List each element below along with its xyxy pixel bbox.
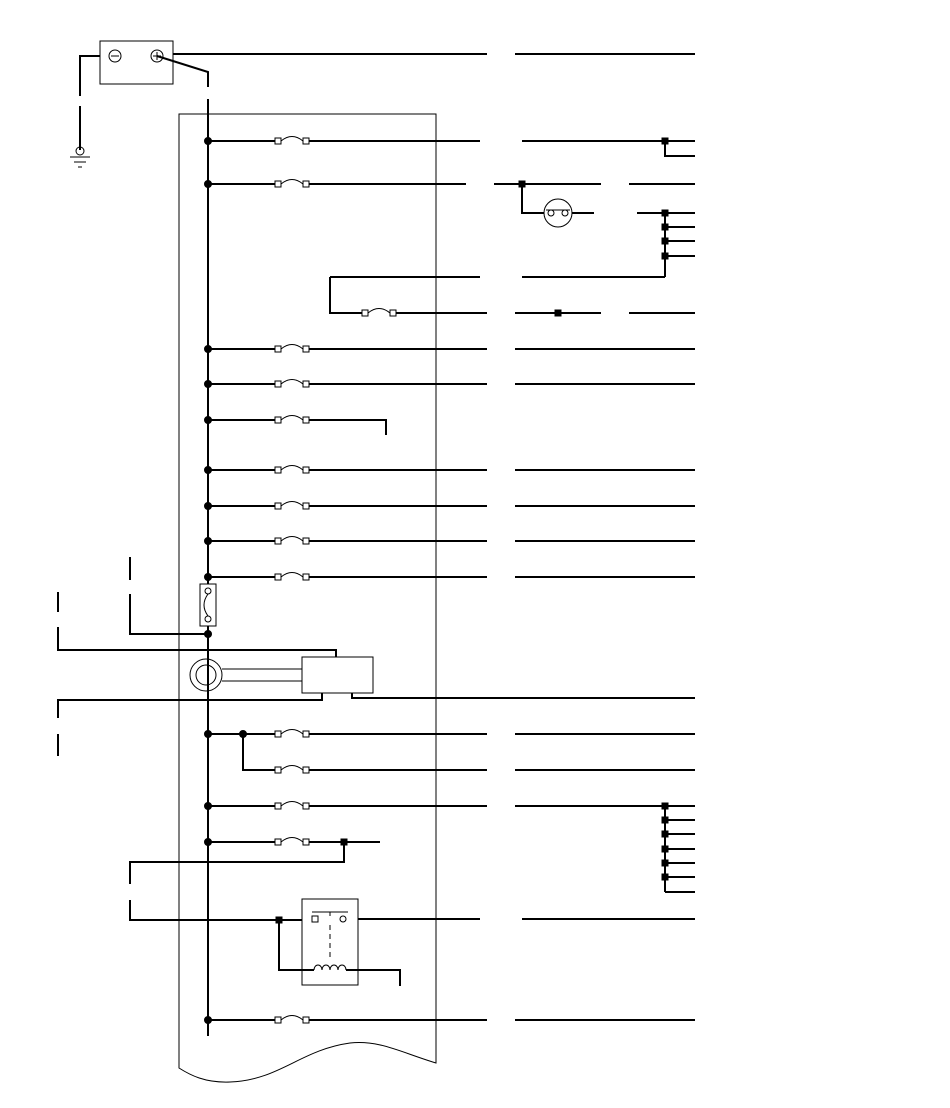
lamp-icon <box>543 198 573 228</box>
fuse-icon <box>274 837 310 846</box>
fuse-icon <box>274 136 310 145</box>
circuit-row <box>208 501 695 510</box>
relay <box>301 898 359 986</box>
ground-arrow-icon <box>194 1036 222 1064</box>
alternator <box>189 656 374 694</box>
fuse-icon <box>274 465 310 474</box>
circuit-row <box>208 720 723 784</box>
alternator-icon <box>189 658 223 692</box>
circuit-row <box>208 335 723 363</box>
ground-arrow-icon <box>386 986 414 1014</box>
terminal-arrow-icon <box>695 335 723 363</box>
fuse-icon <box>274 729 310 738</box>
circuit-row <box>208 465 695 474</box>
ground-arrow-icon <box>44 756 72 784</box>
circuit-row <box>208 572 695 581</box>
fuse-icon <box>274 572 310 581</box>
fuse-icon <box>274 765 310 774</box>
fuse-icon <box>274 179 310 188</box>
circuit-row <box>129 828 408 921</box>
junction-dots <box>204 137 669 1024</box>
fuse-icon <box>274 801 310 810</box>
terminal-arrow-icon <box>695 370 723 398</box>
ground-arrow-icon <box>116 529 144 557</box>
fusible-link-icon <box>199 583 217 627</box>
circuit-row <box>208 415 400 463</box>
fuse-box-outline <box>178 113 437 1083</box>
circuit-row <box>329 276 695 317</box>
circuit-row <box>208 170 723 278</box>
coil-icon <box>313 964 347 971</box>
terminal-arrow-icon <box>695 756 723 784</box>
fuse-icon <box>274 536 310 545</box>
fuse-icon <box>274 501 310 510</box>
circuit-row <box>208 136 695 157</box>
terminal-arrow-icon <box>695 170 723 198</box>
circuit-row <box>208 1015 695 1024</box>
battery <box>99 40 174 85</box>
ground-arrow-icon <box>372 435 400 463</box>
fuse-icon <box>274 415 310 424</box>
alternator-regulator-box <box>301 656 374 694</box>
fuse-icon <box>274 1015 310 1024</box>
terminal-arrow-icon <box>695 720 723 748</box>
circuit-row <box>208 536 695 545</box>
terminal-arrow-icon <box>380 828 408 856</box>
battery-icon <box>99 40 174 85</box>
fuse-icon <box>274 344 310 353</box>
fuse-icon <box>361 308 397 317</box>
ground-arrow-icon <box>44 564 72 592</box>
ground-icon <box>70 146 90 168</box>
battery-negative-terminal <box>108 49 122 63</box>
circuit-row <box>208 370 723 398</box>
fuse-icon <box>274 379 310 388</box>
circuit-row <box>208 801 695 893</box>
battery-positive-terminal <box>150 49 164 63</box>
